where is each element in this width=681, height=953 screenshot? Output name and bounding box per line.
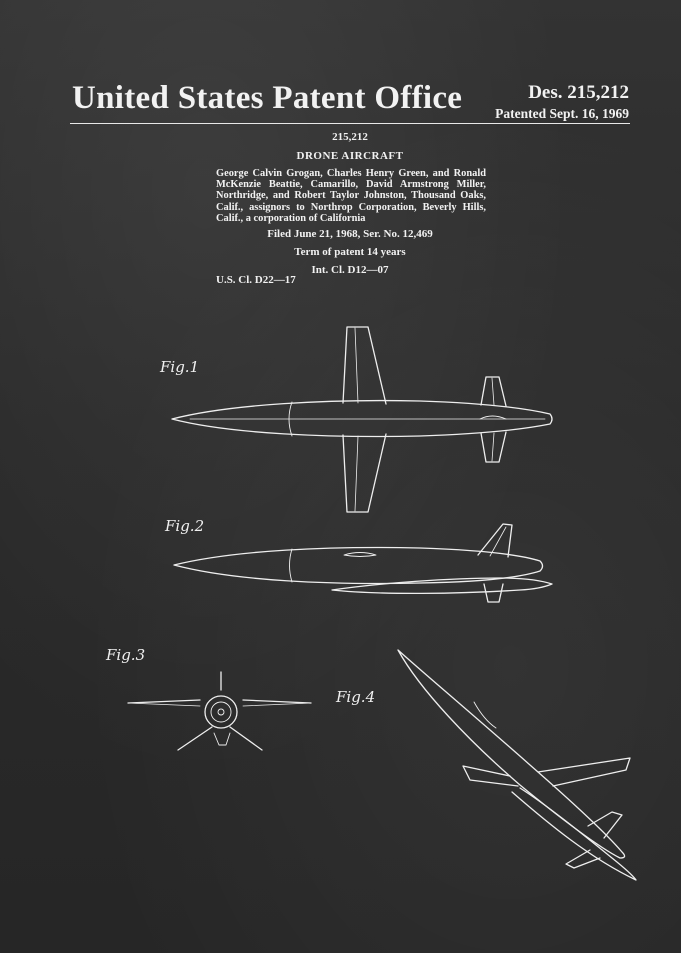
fig3-pod: [213, 732, 231, 746]
fig1-tail-upper: [480, 376, 507, 407]
fig3-wings: [127, 699, 312, 704]
fig3-lower-tails: [177, 726, 263, 751]
fig4-wing-left: [462, 765, 519, 787]
fig3-fuselage-inner: [210, 701, 232, 723]
figure-4-perspective-view: [397, 649, 637, 881]
fig1-nose-joint: [288, 401, 293, 437]
fig3-wing-underside: [127, 702, 312, 707]
patent-number: 215,212: [332, 131, 368, 143]
fig3-nose: [217, 708, 225, 716]
term-line: Term of patent 14 years: [294, 246, 406, 258]
int-cl-line: Int. Cl. D12—07: [311, 264, 389, 276]
fig2-label: Fig.2: [164, 517, 204, 535]
fig4-label: Fig.4: [335, 688, 375, 706]
fig2-ventral-fin: [483, 583, 504, 603]
patented-date: Patented Sept. 16, 1969: [495, 106, 629, 121]
fig1-wing-upper-rib: [354, 327, 359, 404]
fig4-fuselage: [397, 649, 626, 859]
fig4-tail-upper: [587, 811, 623, 839]
figure-2-side-view: [173, 523, 553, 603]
office-title: United States Patent Office: [72, 80, 463, 116]
fig1-tail-upper-rib: [491, 377, 495, 406]
fig1-fuselage: [171, 399, 553, 438]
fig4-nose-joint: [473, 701, 497, 729]
fig4-tail-lower: [565, 849, 601, 869]
fig4-wing-right: [537, 757, 631, 787]
fig1-tail-lower: [480, 431, 507, 463]
fig2-fin-rib: [489, 526, 507, 557]
fig3-label: Fig.3: [105, 646, 145, 664]
fig2-canopy: [343, 552, 377, 557]
filed-line: Filed June 21, 1968, Ser. No. 12,469: [267, 228, 433, 240]
fig2-fuselage: [173, 546, 544, 585]
fig2-nose-joint: [289, 548, 293, 583]
header-rule: [70, 123, 630, 124]
fig1-intake: [479, 415, 507, 420]
figure-3-front-view: [127, 671, 312, 751]
fig3-fuselage-outer: [204, 695, 238, 729]
fig1-wing-lower-rib: [354, 435, 359, 512]
patent-title: DRONE AIRCRAFT: [296, 150, 404, 162]
fig1-wing-upper: [342, 326, 387, 405]
design-number: Des. 215,212: [528, 82, 629, 103]
fig4-engine-pod: [511, 787, 637, 881]
fig2-engine-pod: [331, 577, 553, 595]
fig1-wing-lower: [342, 433, 387, 513]
figure-1-top-view: [171, 326, 553, 513]
us-cl-line: U.S. Cl. D22—17: [216, 274, 296, 286]
fig2-fin: [477, 523, 513, 558]
fig1-label: Fig.1: [159, 358, 199, 376]
fig1-tail-lower-rib: [491, 432, 495, 462]
inventors-paragraph: George Calvin Grogan, Charles Henry Gree…: [216, 168, 486, 224]
